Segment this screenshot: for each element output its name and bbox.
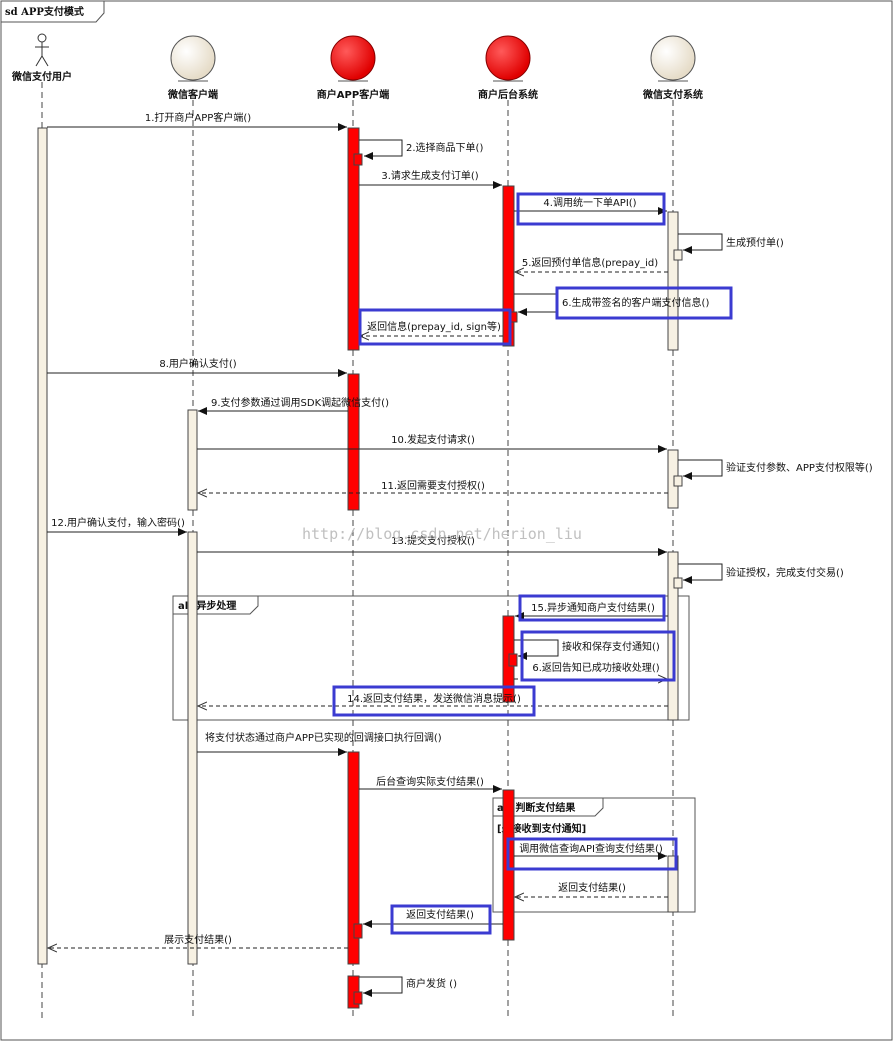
fragment-async-label: alt 异步处理	[178, 599, 236, 612]
message-label: 9.支付参数通过调用SDK调起微信支付()	[211, 396, 389, 409]
fragment-result-label: alt 判断支付结果	[497, 801, 576, 814]
message-label: 4.调用统一下单API()	[543, 196, 636, 209]
message-label: 展示支付结果()	[164, 933, 232, 946]
activation-merchantapp-1	[347, 127, 360, 351]
fragment-result: alt 判断支付结果 [未接收到支付通知]	[492, 797, 696, 913]
frame-title: sd APP支付模式	[5, 5, 84, 18]
participant-wxpay-label: 微信支付系统	[642, 88, 703, 101]
activation-backend-1	[502, 185, 515, 347]
participant-merchantbackend-label: 商户后台系统	[478, 88, 538, 101]
highlight-box	[358, 308, 512, 346]
message-label: 将支付状态通过商户APP已实现的回调接口执行回调()	[205, 731, 442, 744]
message-labels: 1.打开商户APP客户端() 2.选择商品下单() 3.请求生成支付订单() 4…	[51, 111, 873, 990]
participant-wxclient-label: 微信客户端	[167, 88, 218, 101]
message-label: 12.用户确认支付，输入密码()	[51, 516, 185, 529]
activation-wxclient-1	[187, 409, 198, 511]
message-label: 2.选择商品下单()	[406, 141, 483, 154]
activation-wxpay-2b	[673, 475, 683, 487]
message-label: 1.打开商户APP客户端()	[145, 111, 251, 124]
fragment-guard: [未接收到支付通知]	[497, 822, 586, 835]
activation-backend-2b	[508, 653, 518, 667]
activation-merchantapp-2	[347, 373, 360, 511]
message-label: 15.异步通知商户支付结果()	[531, 601, 655, 614]
highlight-boxes	[332, 192, 733, 935]
highlight-box	[516, 192, 666, 226]
message-arrow	[678, 563, 723, 584]
message-arrow	[359, 139, 403, 160]
message-arrow	[678, 459, 723, 480]
message-label: 8.用户确认支付()	[159, 357, 236, 370]
message-label: 6.生成带签名的客户端支付信息()	[562, 296, 709, 309]
activation-wxpay-4	[667, 855, 679, 913]
frame-title-tab	[0, 0, 105, 23]
activation-wxclient-2	[187, 531, 198, 965]
message-label: 商户发货 ()	[406, 977, 457, 990]
boundary-icon-wxpay	[650, 35, 696, 81]
activation-merchantapp-1b	[353, 153, 363, 166]
highlight-box	[555, 286, 733, 320]
message-label: 调用微信查询API查询支付结果()	[519, 842, 663, 855]
message-label: 验证授权，完成支付交易()	[726, 566, 844, 579]
activation-merchantapp-4b	[353, 991, 363, 1005]
message-label: 返回信息(prepay_id, sign等)	[367, 320, 501, 333]
watermark: http://blog.csdn.net/herion_liu	[302, 525, 582, 543]
participant-user-label: 微信支付用户	[11, 70, 72, 83]
activation-user	[37, 127, 48, 965]
message-label: 验证支付参数、APP支付权限等()	[726, 461, 873, 474]
highlight-box	[520, 630, 676, 682]
entity-icon-merchantapp	[330, 35, 376, 81]
highlight-box	[518, 594, 666, 622]
activation-wxpay-1	[667, 211, 679, 351]
message-label: 返回支付结果()	[558, 881, 626, 894]
messages	[47, 123, 723, 997]
actor-icon	[35, 33, 49, 67]
entity-icon-merchantbackend	[485, 35, 531, 81]
highlight-box	[506, 837, 678, 871]
activation-wxpay-1b	[673, 249, 683, 261]
message-label: 返回支付结果()	[406, 908, 474, 921]
activation-merchantapp-3b	[353, 923, 363, 939]
message-label: 11.返回需要支付授权()	[381, 479, 485, 492]
boundary-icon	[170, 35, 216, 81]
message-arrow	[514, 639, 559, 660]
message-label: 3.请求生成支付订单()	[381, 169, 478, 182]
activation-wxpay-3b	[673, 577, 683, 589]
highlight-box	[390, 904, 492, 935]
message-label: 5.返回预付单信息(prepay_id)	[522, 256, 658, 269]
participant-merchantapp-label: 商户APP客户端	[317, 88, 389, 101]
message-label: 14.返回支付结果，发送微信消息提示()	[347, 692, 521, 705]
activation-merchantapp-3	[347, 751, 360, 965]
message-label: 生成预付单()	[726, 236, 784, 249]
message-arrow	[678, 233, 723, 254]
message-arrow	[359, 976, 403, 997]
message-arrow	[514, 293, 559, 316]
message-label: 接收和保存支付通知()	[562, 640, 660, 653]
message-label: 后台查询实际支付结果()	[376, 775, 484, 788]
message-label: 6.返回告知已成功接收处理()	[532, 661, 659, 674]
message-label: 10.发起支付请求()	[391, 433, 475, 446]
message-label: 13.提交支付授权()	[391, 534, 475, 547]
highlight-box	[332, 685, 536, 717]
